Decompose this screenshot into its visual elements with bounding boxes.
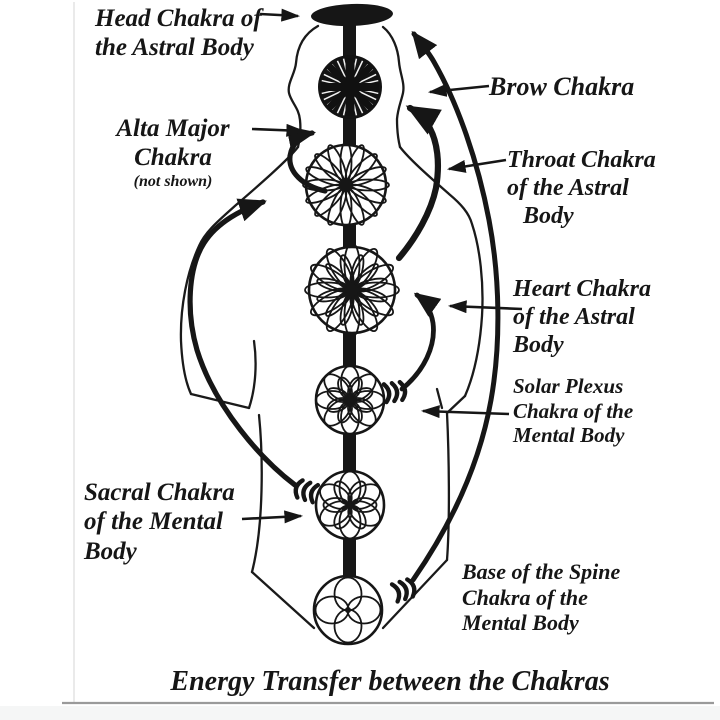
label-line: Sacral Chakra [84,479,235,506]
label-line: of the Astral [507,175,629,202]
label-base-chakra: Base of the Spine Chakra of the Mental B… [462,559,620,636]
transfer-arrow-base-to-crown [410,30,501,583]
label-brow-chakra: Brow Chakra [489,72,634,102]
label-sacral-chakra: Sacral Chakra of the Mental Body [84,478,235,566]
right-torso-side [445,411,451,562]
emission-marks-base [389,577,417,604]
pointer-heart-chakra [447,300,523,314]
label-line: Body [513,332,564,359]
right-forearm-end [445,394,467,415]
label-line: Chakra [134,144,212,172]
label-line: Head Chakra of [95,5,262,32]
label-alta-major: Alta Major Chakra (not shown) [98,114,248,191]
solar-plexus-chakra [314,364,386,436]
page-bottom-strip [0,706,720,720]
label-line: Body [84,537,137,565]
label-head-chakra: Head Chakra of the Astral Body [95,4,262,63]
label-line: the Astral Body [95,34,254,62]
label-line: Throat Chakra [507,147,656,173]
transfer-arrow-solar-plexus-to-heart [399,292,442,392]
left-shoulder-arm [179,145,300,396]
head-outline-left [287,24,320,149]
label-line: Heart Chakra [513,276,652,302]
right-shoulder-arm [398,145,484,398]
pointer-solar-plexus [420,405,510,419]
head-outline-right [381,25,405,149]
label-pointer-arrows [241,8,523,524]
label-line: Base of the Spine [462,559,621,584]
heart-chakra [304,242,400,338]
energy-transfer-arrows [187,30,501,583]
label-throat-chakra: Throat Chakra of the Astral Body [507,146,656,230]
label-line: of the Mental [84,508,223,536]
label-line: Alta Major [116,115,230,142]
right-elbow-line [435,387,444,410]
brow-chakra [318,55,382,119]
label-line: Solar Plexus [513,374,624,398]
label-line: of the Astral [513,304,635,331]
label-line: Body [523,203,574,230]
pointer-brow-chakra [427,83,490,97]
pointer-throat-chakra [446,158,507,173]
left-hip-line [250,570,316,630]
emission-marks-sacral [293,478,321,505]
label-line: Brow Chakra [489,72,635,101]
transfer-arrow-heart-to-brow [395,104,442,262]
transfer-arrow-sacral-to-throat [187,198,298,488]
diagram-title: Energy Transfer between the Chakras [170,666,610,697]
pointer-sacral-chakra [241,510,304,524]
label-line: Mental Body [513,423,625,448]
emission-marks-solar-plexus [381,379,408,405]
label-line: Chakra of the [513,398,634,423]
base-chakra [312,574,384,646]
throat-chakra [302,141,390,229]
left-inner-arm [247,339,257,410]
label-heart-chakra: Heart Chakra of the Astral Body [513,275,651,359]
crown-chakra [311,3,393,27]
label-note: (not shown) [133,172,213,190]
pointer-head-chakra [259,8,301,22]
label-line: Chakra of the [462,584,588,610]
label-line: Mental Body [462,610,579,636]
left-torso-side [250,413,263,574]
sacral-chakra [314,469,386,541]
label-solar-plexus: Solar Plexus Chakra of the Mental Body [513,374,633,448]
pointer-alta-major [251,123,306,137]
